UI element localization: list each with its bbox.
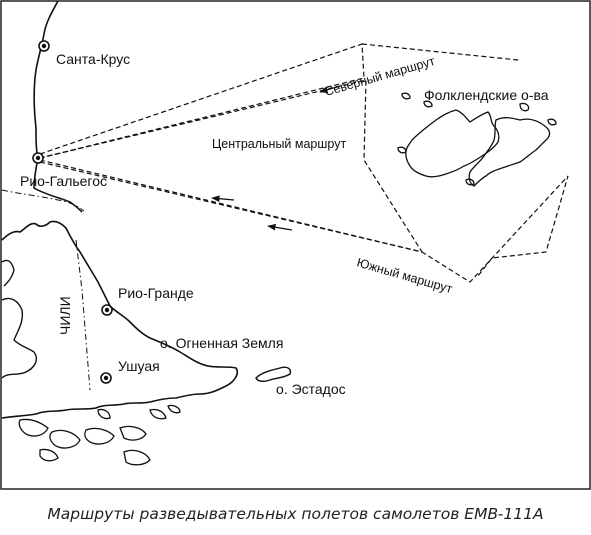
estados-island-coastline (255, 366, 292, 383)
patagonia-coastline (33, 0, 83, 213)
city-marker-icon (38, 40, 50, 52)
map-frame: Санта-Крус Рио-Гальегос Рио-Гранде Ушуая… (0, 0, 591, 490)
south-route (39, 161, 569, 283)
city-marker-icon (100, 372, 112, 384)
city-marker-icon (32, 152, 44, 164)
tierra-del-fuego-coastline (1, 220, 239, 419)
map: Санта-Крус Рио-Гальегос Рио-Гранде Ушуая… (0, 0, 591, 490)
label-chile: ЧИЛИ (57, 296, 73, 335)
central-route (39, 79, 424, 253)
label-estados: о. Эстадос (276, 381, 346, 397)
figure-caption: Маршруты разведывательных полетов самоле… (47, 505, 544, 523)
falklands-coastline (397, 92, 557, 187)
central-route-arrow (211, 195, 235, 203)
label-falklands: Фолклендские о-ва (424, 87, 549, 103)
south-route-arrow (267, 223, 293, 231)
southern-islands (18, 404, 181, 466)
map-border (0, 0, 591, 490)
city-marker-icon (101, 304, 113, 316)
north-route (39, 43, 521, 159)
label-rio-gallegos: Рио-Гальегос (20, 173, 107, 189)
label-tierra-del-fuego: о. Огненная Земля (160, 335, 283, 351)
label-south-route: Южный маршрут (355, 255, 454, 296)
label-rio-grande: Рио-Гранде (118, 285, 194, 301)
label-santa-cruz: Санта-Крус (56, 51, 130, 67)
label-ushuaia: Ушуая (118, 358, 160, 374)
label-north-route: Северный маршрут (323, 54, 437, 99)
border-line-island (75, 239, 91, 391)
border-line-north (1, 189, 85, 212)
label-central-route: Центральный маршрут (212, 137, 346, 151)
chile-coast-fjords (1, 259, 38, 379)
